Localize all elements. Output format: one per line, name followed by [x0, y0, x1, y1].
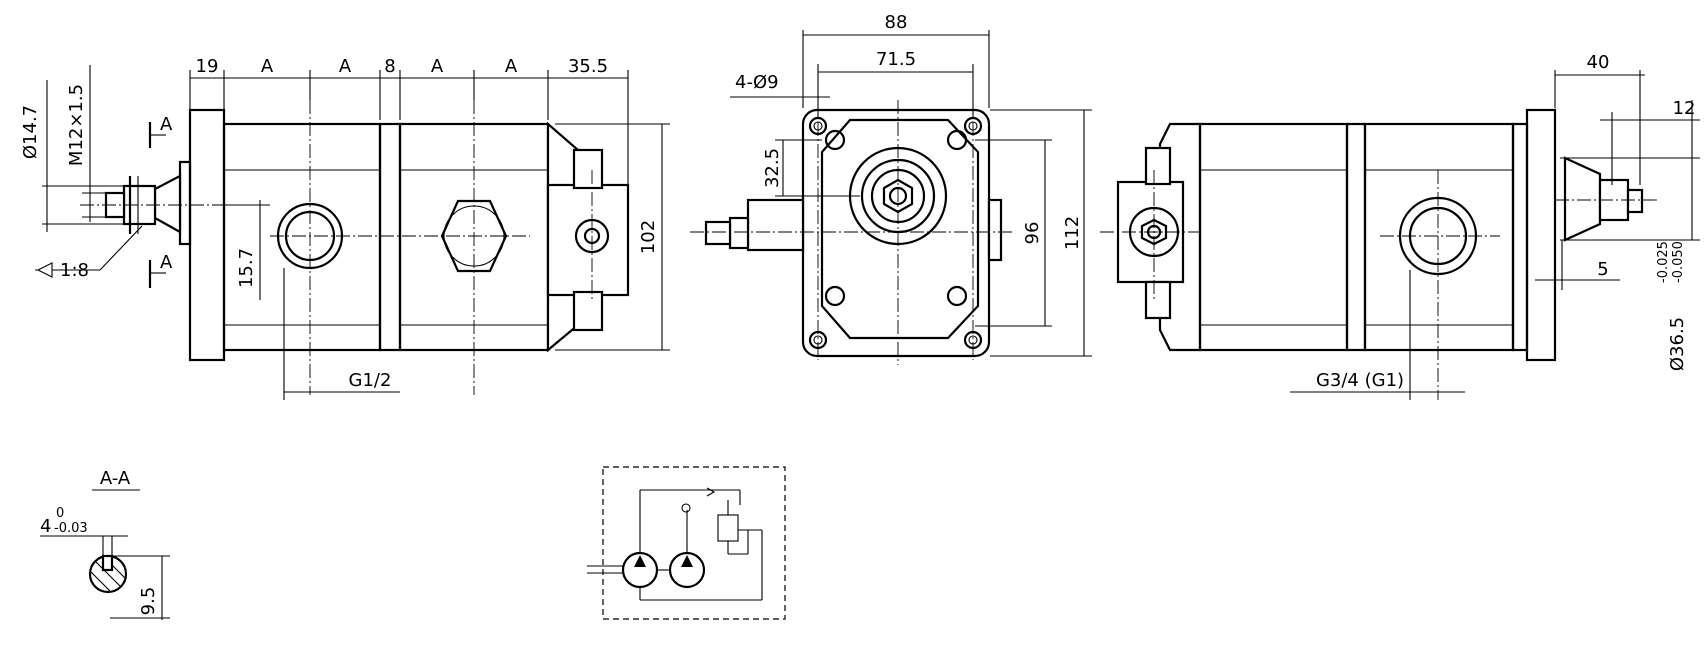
dim-tol-upper: -0.025: [1656, 241, 1671, 283]
dim-32-5: 32.5: [762, 148, 783, 188]
taper-symbol: [36, 262, 53, 278]
front-section: [1363, 122, 1515, 352]
dim-m12-thread: M12×1.5: [66, 84, 87, 166]
dim-15-7: 15.7: [236, 248, 257, 288]
relief-valve-symbol: [717, 514, 739, 542]
dim-A-3: A: [431, 56, 444, 77]
dim-taper: 1:8: [60, 260, 89, 281]
section-1: [222, 122, 382, 352]
dim-40: 40: [1587, 52, 1610, 73]
dim-4-holes: 4-Ø9: [735, 72, 779, 93]
rear-section: [1198, 122, 1349, 352]
dim-112: 112: [1062, 216, 1083, 250]
dim-12: 12: [1673, 98, 1696, 119]
dim-A-1: A: [261, 56, 274, 77]
pilot-boss: [178, 160, 192, 246]
dim-dia-36-5: Ø36.5: [1667, 317, 1688, 371]
dim-96: 96: [1022, 222, 1043, 245]
valve-block: [546, 183, 630, 297]
tapered-shaft: [153, 174, 182, 234]
dim-9-5: 9.5: [138, 587, 159, 616]
dim-tol-lower: -0.050: [1671, 241, 1686, 283]
dim-A-2: A: [339, 56, 352, 77]
front-view-center: 88 71.5 4-Ø9 32.5 96 112: [690, 12, 1092, 365]
dim-71-5: 71.5: [876, 49, 916, 70]
key-tol-lower: -0.03: [54, 521, 88, 536]
key-tol-upper: 0: [56, 506, 64, 521]
dim-102: 102: [638, 220, 659, 254]
dim-5: 5: [1597, 259, 1608, 280]
side-view-left: 19 A A 8 A A 35.5 Ø14.7 M12×1.5 1:8 A A …: [20, 56, 670, 400]
check-valve-symbol: [681, 503, 691, 513]
mounting-flange: [188, 108, 226, 362]
dim-8: 8: [384, 56, 395, 77]
key-width: 4: [40, 516, 51, 537]
dim-g3-4: G3/4 (G1): [1316, 370, 1404, 391]
section-a-a: A-A 4 0 -0.03 9.5: [40, 468, 170, 620]
dim-dia-14-7: Ø14.7: [20, 105, 41, 159]
spacer-plate: [378, 122, 402, 352]
section-mark-bottom: A: [160, 252, 173, 273]
dim-g1-2: G1/2: [349, 370, 392, 391]
side-view-right: 40 12 5 Ø36.5 -0.025 -0.050 G3/4 (G1): [1100, 52, 1700, 400]
dim-35-5: 35.5: [568, 56, 608, 77]
relief-valve: [746, 198, 805, 252]
right-shaft: [1563, 156, 1602, 242]
section-mark-top: A: [160, 114, 173, 135]
section-title: A-A: [100, 468, 131, 489]
dim-19: 19: [196, 56, 219, 77]
schematic-boundary: [602, 466, 786, 620]
hydraulic-schematic: [587, 466, 786, 620]
dim-88: 88: [885, 12, 908, 33]
right-flange: [1525, 108, 1557, 362]
dim-A-4: A: [505, 56, 518, 77]
key-slot: [101, 554, 114, 572]
rear-spacer: [1345, 122, 1367, 352]
